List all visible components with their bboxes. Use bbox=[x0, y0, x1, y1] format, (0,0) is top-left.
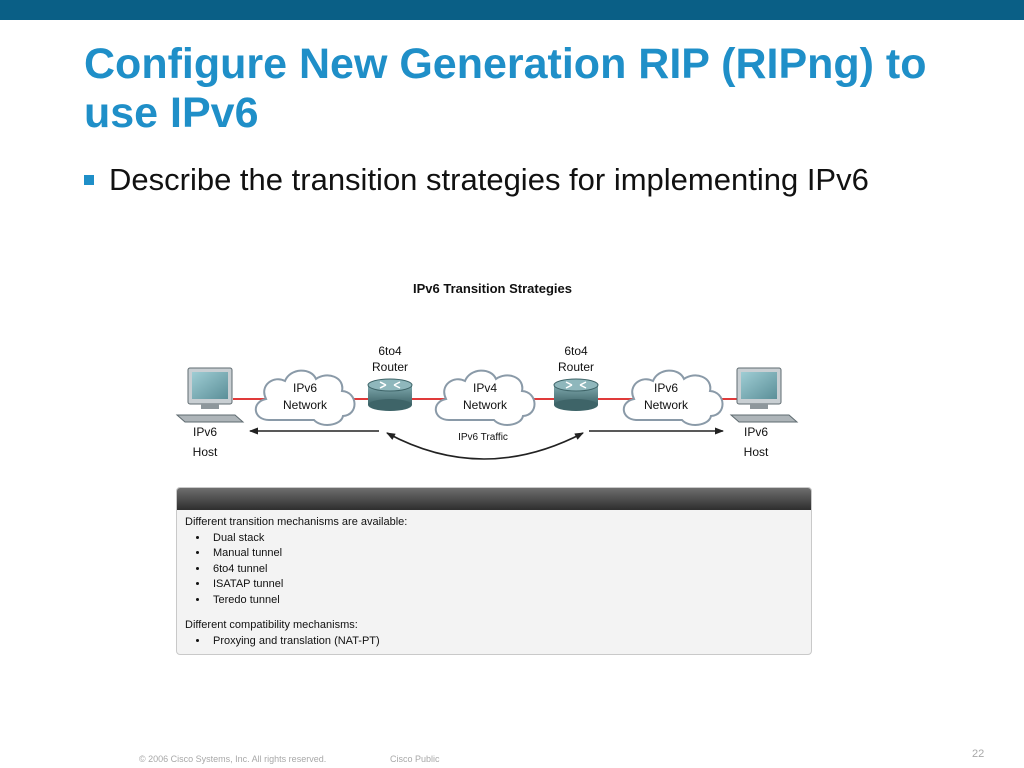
bullet-text: Describe the transition strategies for i… bbox=[109, 162, 869, 197]
transition-mechanisms-list: Dual stack Manual tunnel 6to4 tunnel ISA… bbox=[185, 531, 803, 609]
right-router-label-line1: 6to4 bbox=[564, 344, 588, 358]
footer-classification: Cisco Public bbox=[390, 754, 440, 764]
ipv6-traffic-label: IPv6 Traffic bbox=[458, 432, 508, 443]
panel-header-bar bbox=[177, 488, 811, 510]
left-router-label-line1: 6to4 bbox=[378, 344, 402, 358]
list-item: Manual tunnel bbox=[209, 546, 803, 562]
middle-cloud-icon bbox=[434, 369, 536, 426]
compatibility-mechanisms-list: Proxying and translation (NAT-PT) bbox=[185, 634, 803, 650]
transition-figure: IPv6 Transition Strategies bbox=[171, 275, 814, 660]
right-cloud-label-line1: IPv6 bbox=[654, 381, 678, 395]
left-cloud-label-line2: Network bbox=[283, 398, 328, 412]
right-host-label-line2: Host bbox=[744, 445, 769, 459]
compatibility-mechanisms-heading: Different compatibility mechanisms: bbox=[185, 619, 358, 631]
network-diagram: 6to4 Router 6to4 Router IPv6 Network IPv… bbox=[175, 344, 799, 460]
transition-mechanisms-heading: Different transition mechanisms are avai… bbox=[185, 516, 408, 528]
right-router-icon bbox=[553, 378, 599, 411]
left-router-label-line2: Router bbox=[372, 360, 408, 374]
middle-cloud-label-line1: IPv4 bbox=[473, 381, 497, 395]
right-cloud-icon bbox=[622, 369, 724, 426]
right-router-label-line2: Router bbox=[558, 360, 594, 374]
right-computer-icon bbox=[729, 367, 799, 423]
bullet-item: Describe the transition strategies for i… bbox=[84, 162, 869, 198]
footer-copyright: © 2006 Cisco Systems, Inc. All rights re… bbox=[139, 754, 327, 764]
list-item: Dual stack bbox=[209, 531, 803, 547]
page-number: 22 bbox=[972, 748, 985, 760]
left-cloud-label-line1: IPv6 bbox=[293, 381, 317, 395]
list-item: Proxying and translation (NAT-PT) bbox=[209, 634, 803, 650]
left-computer-icon bbox=[175, 367, 245, 423]
list-item: 6to4 tunnel bbox=[209, 562, 803, 578]
mechanisms-panel: Different transition mechanisms are avai… bbox=[176, 487, 812, 655]
middle-cloud-label-line2: Network bbox=[463, 398, 508, 412]
list-item: Teredo tunnel bbox=[209, 593, 803, 609]
bullet-square-icon bbox=[84, 175, 94, 185]
top-accent-bar bbox=[0, 0, 1024, 20]
slide-title: Configure New Generation RIP (RIPng) to … bbox=[84, 40, 927, 137]
list-item: ISATAP tunnel bbox=[209, 577, 803, 593]
left-host-label-line2: Host bbox=[193, 445, 218, 459]
figure-title: IPv6 Transition Strategies bbox=[413, 281, 572, 296]
left-host-label-line1: IPv6 bbox=[193, 425, 217, 439]
left-router-icon bbox=[367, 378, 413, 411]
left-cloud-icon bbox=[254, 369, 356, 426]
right-cloud-label-line2: Network bbox=[644, 398, 689, 412]
ipv6-traffic-curve-arrow-icon bbox=[386, 432, 584, 460]
right-host-label-line1: IPv6 bbox=[744, 425, 768, 439]
